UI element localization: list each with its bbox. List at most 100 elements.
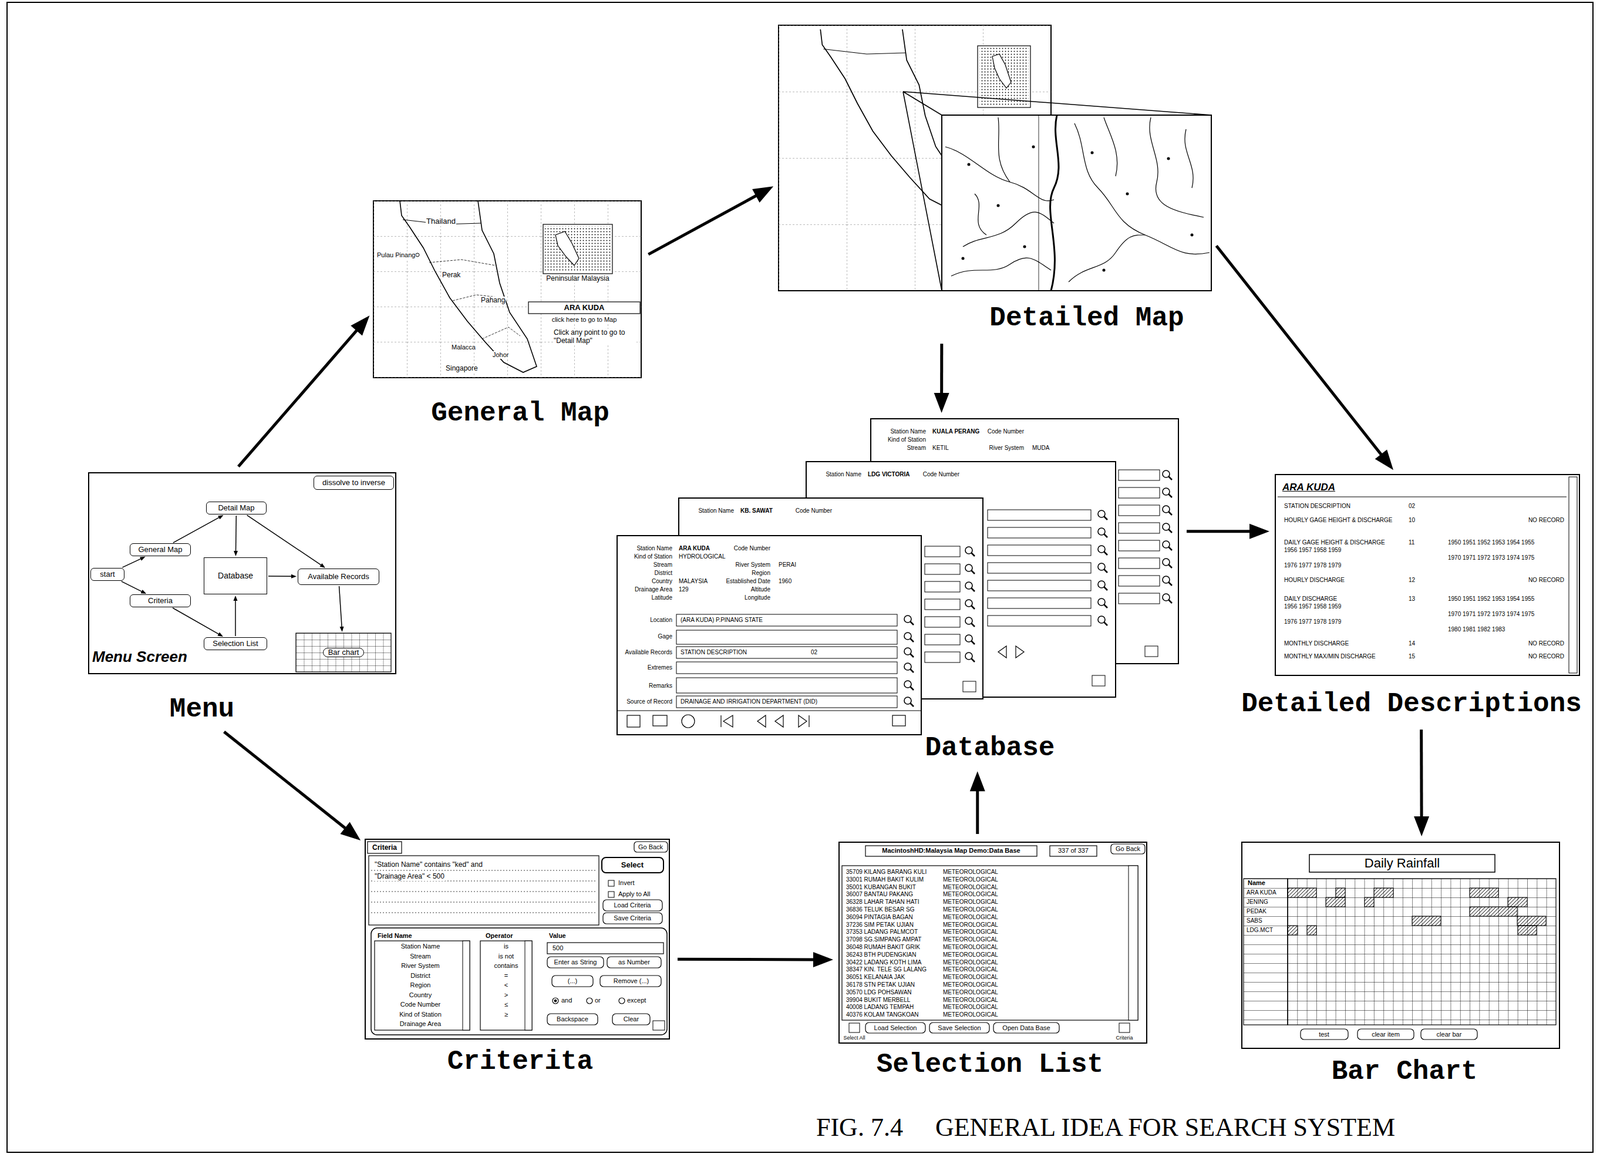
screen-text: STATION DESCRIPTION (1283, 502, 1352, 510)
screen-text: HOURLY DISCHARGE (1283, 576, 1346, 584)
screen-text: < (503, 981, 509, 989)
screen-text: Criteria (1115, 1034, 1134, 1041)
illustration-part (839, 841, 1147, 1043)
screen-text: Drainage Area (399, 1019, 442, 1028)
illustration-part (798, 715, 810, 727)
screen-text: Load Criteria (613, 901, 652, 909)
screen-text: > (503, 991, 509, 999)
screen-text: PERAI (777, 561, 797, 569)
screen-text: Perak (441, 271, 461, 280)
illustration-part (924, 546, 960, 557)
arrow-head (291, 574, 297, 579)
screen-text: and (560, 996, 573, 1005)
illustration-part (904, 615, 914, 625)
illustration-part (601, 857, 664, 873)
screen-text: METEOROLOGICAL (942, 996, 999, 1004)
illustration-part (965, 581, 975, 592)
screen-text: KUALA PERANG (931, 428, 980, 436)
screen-text: 37098 SG.SIMPANG AMPAT (845, 935, 922, 943)
illustration-part (1097, 563, 1108, 573)
arrow-head (139, 556, 146, 561)
illustration-part (1469, 906, 1518, 916)
menu-flow-arrow (173, 514, 224, 543)
illustration-part (962, 681, 976, 692)
illustration-part (1162, 558, 1172, 568)
illustration-part (904, 680, 914, 690)
illustration-part (904, 632, 914, 642)
screen-text: 39904 BUKIT MERBELL (845, 996, 911, 1004)
arrow-line (648, 193, 760, 255)
arrow-line (238, 327, 360, 467)
bar-chart-grid: Bar chart (295, 632, 392, 672)
screen-text: Code Number (399, 1000, 441, 1009)
menu-flow-arrow (233, 515, 238, 557)
illustration-part (1287, 887, 1546, 935)
arrow-head (350, 315, 370, 336)
screen-text: Kind of Station (398, 1010, 443, 1019)
screen-text: METEOROLOGICAL (942, 965, 999, 973)
illustration-part (1144, 645, 1158, 657)
flow-arrow (238, 315, 370, 467)
screen-text: 36007 BANTAU PAKANG (845, 890, 914, 898)
screen-text: 1980 1981 1982 1983 (1447, 625, 1506, 633)
illustration-part (1118, 575, 1160, 586)
process-box: Database (203, 557, 268, 595)
illustration-part (924, 616, 960, 628)
arrow-line (224, 731, 349, 831)
arrow-head (934, 392, 950, 413)
selection-list-screenshot (839, 841, 1147, 1043)
arrow-head (1249, 523, 1270, 540)
screen-text: 30422 LADANG KOTH LIMA (845, 958, 922, 966)
screen-text: NO RECORD (1527, 576, 1565, 584)
screen-text: METEOROLOGICAL (942, 958, 999, 966)
screen-text: Backspace (556, 1015, 589, 1023)
illustration-part (1307, 925, 1317, 935)
illustration-part (1118, 504, 1160, 516)
menu-flow-arrow (122, 556, 146, 568)
illustration-part (1103, 117, 1118, 177)
flow-arrow (1413, 729, 1430, 837)
illustration-part (367, 841, 402, 854)
screen-text: 33001 RUMAH BAKIT KULIM (845, 876, 925, 884)
illustration-part (721, 715, 733, 727)
illustration-part (965, 617, 975, 627)
illustration-part (1300, 1028, 1349, 1040)
illustration-part (1118, 593, 1160, 604)
illustration-part (1149, 117, 1204, 218)
detailed-descriptions-screenshot (1275, 474, 1580, 676)
illustration-part (462, 940, 470, 1030)
illustration-part (967, 163, 971, 167)
screen-text: Kind of Station (887, 436, 927, 444)
illustration-part (1325, 897, 1346, 907)
screen-text: 35001 KUBANGAN BUKIT (845, 883, 917, 891)
panel-caption: General Map (430, 398, 610, 429)
illustration-part (603, 912, 663, 924)
screen-text: Drainage Area (634, 585, 673, 594)
screen-text: Code Number (733, 544, 771, 552)
illustration-part (945, 115, 1210, 291)
illustration-part (1287, 925, 1298, 935)
illustration-part (1126, 192, 1130, 196)
screen-text: 12 (1408, 576, 1416, 584)
general-map-screenshot (373, 200, 642, 378)
box-label: Bar chart (322, 647, 365, 658)
illustration-part (88, 472, 396, 674)
illustration-part (929, 1022, 990, 1033)
illustration-part (904, 696, 914, 707)
illustration-part (987, 615, 1091, 626)
process-box: Detail Map (206, 501, 267, 515)
screen-text: 500 (551, 944, 564, 952)
illustration-part (924, 634, 960, 645)
illustration-part (1517, 925, 1537, 935)
menu-flow-arrow (339, 585, 345, 632)
illustration-part (904, 647, 914, 658)
illustration-part (586, 997, 593, 1004)
arrow-head (217, 632, 224, 637)
process-box: dissolve to inverse (313, 475, 394, 490)
screen-text: LDG VICTORIA (867, 470, 911, 478)
screen-text: click here to go to Map (551, 315, 618, 324)
illustration-part (1074, 123, 1210, 255)
screen-text: Code Number (922, 470, 960, 478)
flow-arrow (934, 343, 950, 413)
illustration-part (1097, 527, 1108, 538)
